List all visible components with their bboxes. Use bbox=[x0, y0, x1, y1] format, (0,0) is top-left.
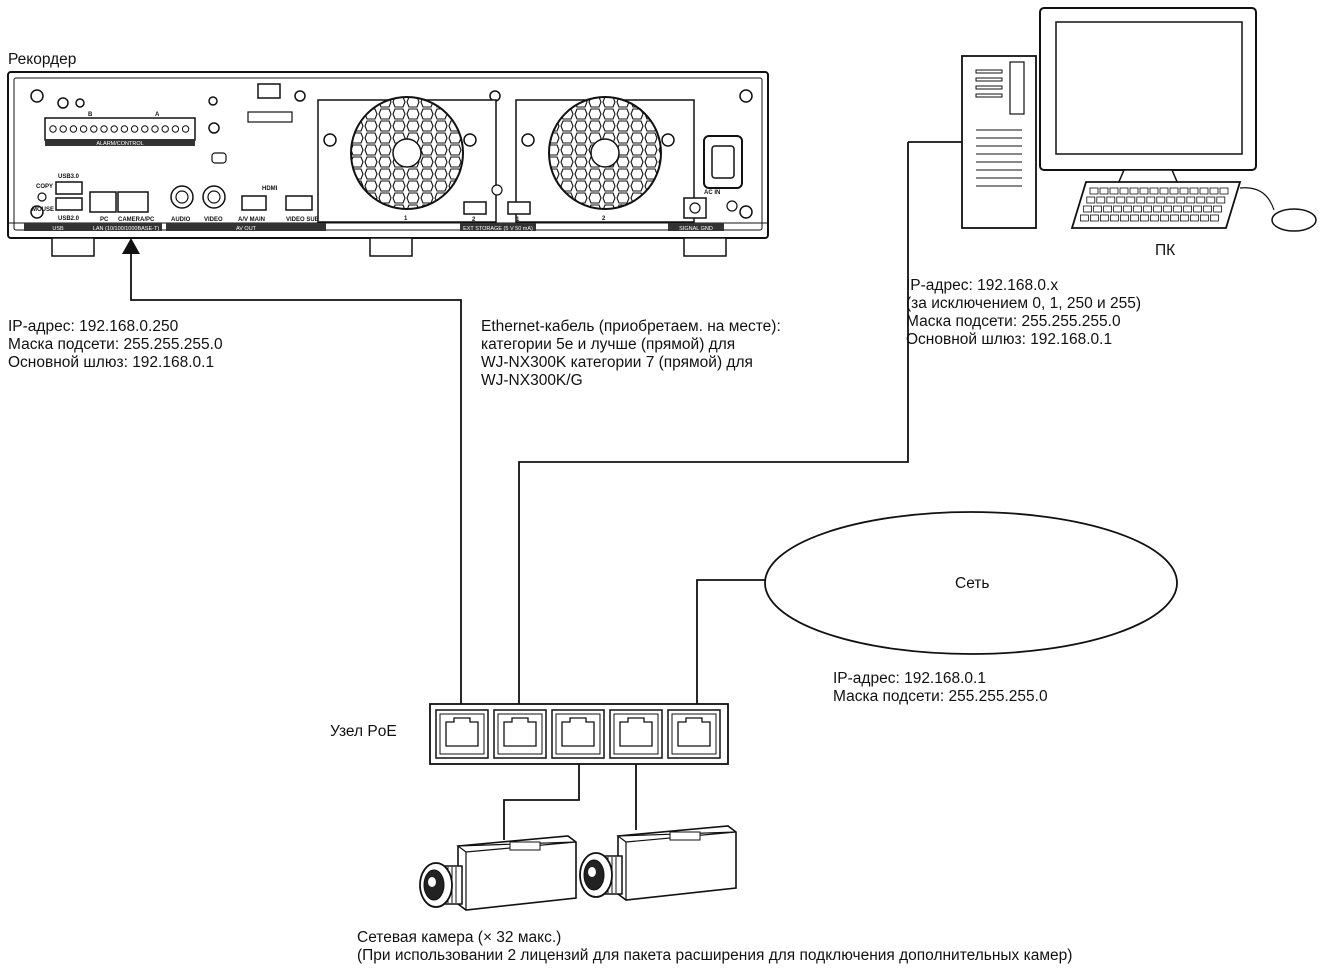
hub-port bbox=[551, 709, 605, 759]
network-mask-line: Маска подсети: 255.255.255.0 bbox=[833, 688, 1048, 705]
network-camera-2 bbox=[579, 825, 737, 901]
pc-title: ПК bbox=[1155, 242, 1176, 259]
network-camera-1 bbox=[419, 835, 577, 911]
mouse-label: MOUSE bbox=[32, 207, 54, 213]
cable-line: WJ-NX300K категории 7 (прямой) для bbox=[481, 354, 753, 371]
pc-ip-line: IP-адрес: 192.168.0.x bbox=[906, 277, 1059, 294]
video-sub-label: VIDEO SUB bbox=[286, 217, 320, 223]
recorder-gateway-line: Основной шлюз: 192.168.0.1 bbox=[8, 354, 215, 371]
poe-hub bbox=[429, 703, 729, 765]
pc-ip-info: IP-адрес: 192.168.0.x (за исключением 0,… bbox=[906, 277, 1141, 349]
ext-port2-label: 2 bbox=[472, 217, 476, 223]
recorder-cable bbox=[130, 252, 462, 718]
pc-exclusion-line: (за исключением 0, 1, 250 и 255) bbox=[906, 295, 1142, 312]
recorder-ip-info: IP-адрес: 192.168.0.250 Маска подсети: 2… bbox=[8, 318, 223, 372]
network-ip-line: IP-адрес: 192.168.0.1 bbox=[833, 670, 986, 687]
av-main-label: A/V MAIN bbox=[238, 217, 265, 223]
lan-label: LAN (10/100/1000BASE-T) bbox=[93, 226, 160, 232]
cable-info: Ethernet-кабель (приобретаем. на месте):… bbox=[481, 318, 781, 390]
hdmi-label: HDMI bbox=[262, 186, 278, 192]
usb20-label: USB2.0 bbox=[58, 216, 80, 222]
pc-cable bbox=[518, 142, 909, 718]
cable-line: WJ-NX300K/G bbox=[481, 372, 583, 389]
copy-label: COPY bbox=[36, 184, 53, 190]
network-title: Сеть bbox=[955, 575, 990, 592]
cable-line: категории 5e и лучше (прямой) для bbox=[481, 336, 736, 353]
ac-in-label: AC IN bbox=[704, 190, 720, 196]
recorder-ip-line: IP-адрес: 192.168.0.250 bbox=[8, 318, 179, 335]
network-cable bbox=[696, 579, 768, 718]
pc-port-label: PC bbox=[100, 217, 109, 223]
hub-port bbox=[435, 709, 489, 759]
hub-port bbox=[667, 709, 721, 759]
hub-port bbox=[493, 709, 547, 759]
camera1-cable bbox=[503, 736, 580, 840]
camera-pc-label: CAMERA/PC bbox=[118, 217, 155, 223]
alarm-control-label: ALARM/CONTROL bbox=[96, 141, 143, 147]
camera-count-line: Сетевая камера (× 32 макс.) bbox=[357, 929, 562, 946]
usb-label: USB bbox=[52, 226, 64, 232]
terminal-a-label: A bbox=[155, 112, 160, 118]
fan2-label: 2 bbox=[602, 216, 606, 222]
terminal-b-label: B bbox=[88, 112, 93, 118]
video-label: VIDEO bbox=[204, 217, 223, 223]
pc-mask-line: Маска подсети: 255.255.255.0 bbox=[906, 313, 1121, 330]
hub-port bbox=[609, 709, 663, 759]
lan-port-arrow-icon bbox=[122, 238, 140, 254]
av-out-label: AV OUT bbox=[236, 226, 257, 232]
ext-port1-label: 1 bbox=[516, 217, 520, 223]
camera-info: Сетевая камера (× 32 макс.) (При использ… bbox=[357, 929, 1072, 965]
camera-license-line: (При использовании 2 лицензий для пакета… bbox=[357, 947, 1073, 964]
pc-device bbox=[961, 7, 1317, 232]
cable-line: Ethernet-кабель (приобретаем. на месте): bbox=[481, 318, 781, 335]
ext-storage-label: EXT STORAGE (5 V 50 mA) bbox=[463, 226, 533, 232]
network-cloud bbox=[764, 511, 1178, 655]
network-ip-info: IP-адрес: 192.168.0.1 Маска подсети: 255… bbox=[833, 670, 1048, 706]
hub-title: Узел PoE bbox=[330, 723, 397, 740]
signal-gnd-label: SIGNAL GND bbox=[679, 226, 713, 232]
audio-label: AUDIO bbox=[171, 217, 191, 223]
recorder-device: ALARM/CONTROL B A USB3.0 USB2.0 COPY MOU… bbox=[7, 71, 769, 257]
usb30-label: USB3.0 bbox=[58, 174, 80, 180]
recorder-title: Рекордер bbox=[8, 51, 77, 68]
fan1-label: 1 bbox=[404, 216, 408, 222]
recorder-mask-line: Маска подсети: 255.255.255.0 bbox=[8, 336, 223, 353]
pc-gateway-line: Основной шлюз: 192.168.0.1 bbox=[906, 331, 1113, 348]
